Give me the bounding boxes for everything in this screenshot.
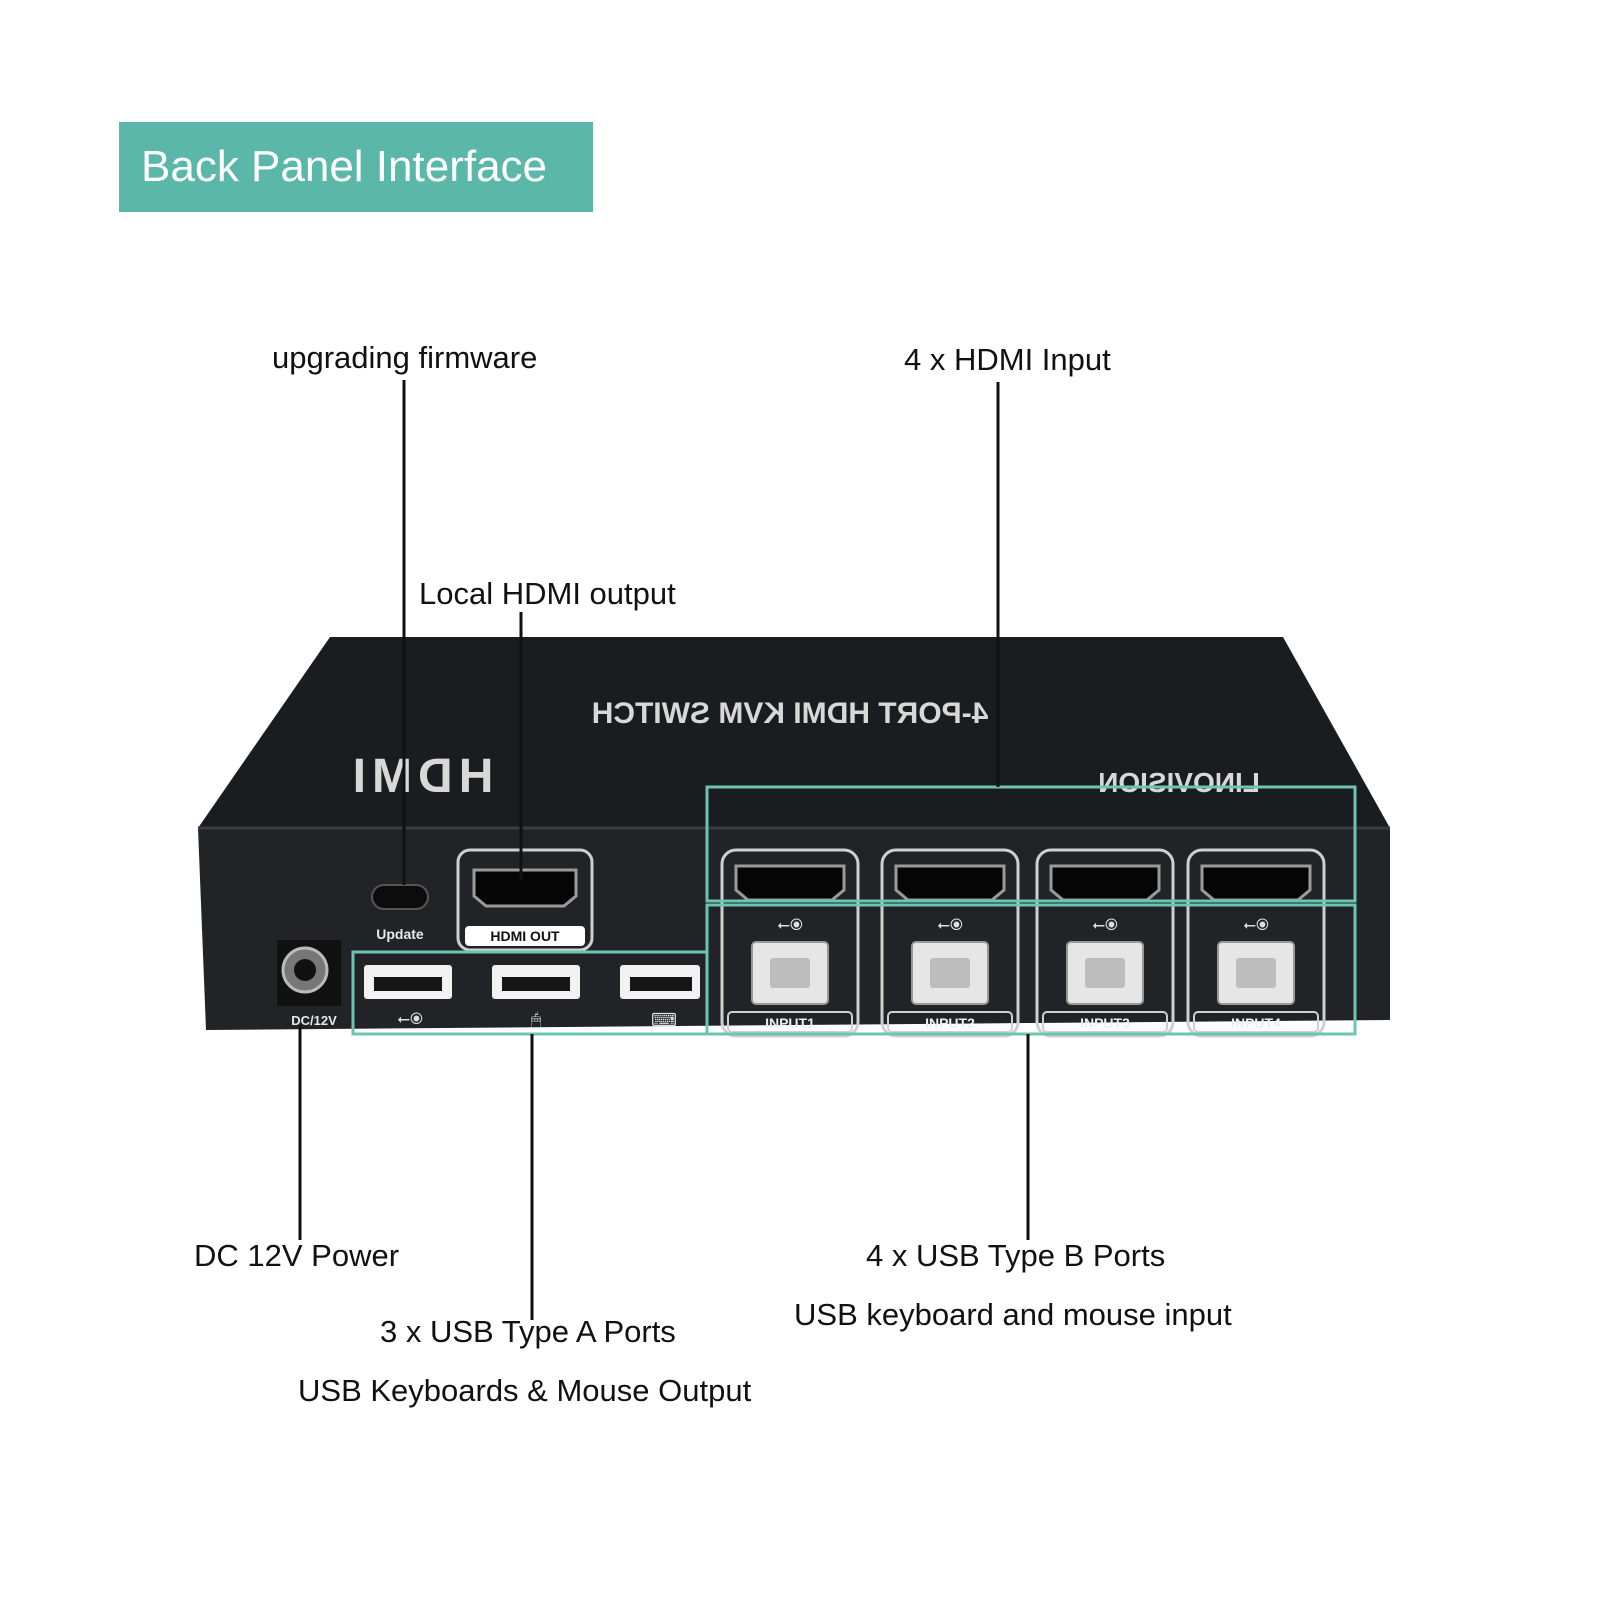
usb-icon: ⭠⦿ [937, 917, 963, 934]
callout-usb-a-title: 3 x USB Type A Ports [380, 1314, 676, 1349]
usb-a-port-group: ⭠⦿ 🖱 ⌨ [364, 965, 700, 1030]
usb-b-port-3-core [1085, 958, 1125, 988]
update-button[interactable] [371, 884, 429, 910]
usb-a-port-1-slot [374, 977, 442, 991]
hdmi-input-port-4[interactable] [1200, 864, 1312, 902]
input-frame-1 [720, 848, 860, 1038]
hdmi-out-label: HDMI OUT [490, 928, 560, 944]
usb-a-output-highlight [351, 950, 709, 1036]
input-label-3: INPUT3 [1080, 1015, 1130, 1031]
input-label-plate-4 [1193, 1011, 1319, 1033]
callout-usb-a-desc: USB Keyboards & Mouse Output [298, 1373, 752, 1408]
device-model-label: 4-PORT HDMI KVM SWITCH [592, 697, 989, 730]
section-banner: Back Panel Interface [119, 122, 593, 212]
input-label-plate-2 [887, 1011, 1013, 1033]
usb-icon: ⭠⦿ [397, 1011, 423, 1028]
usb-a-port-3-slot [630, 977, 692, 991]
brand-logo: LINOVISION [1098, 767, 1260, 798]
input-frame-3 [1035, 848, 1175, 1038]
hdmi-logo: HDMI [347, 750, 494, 803]
input-label-1: INPUT1 [765, 1015, 815, 1031]
update-label: Update [376, 926, 424, 942]
hdmi-input-highlight [705, 785, 1357, 903]
callout-usb-b-title: 4 x USB Type B Ports [866, 1238, 1166, 1273]
keyboard-icon: ⌨ [651, 1010, 677, 1030]
usb-b-port-2-core [930, 958, 970, 988]
callout-hdmi-input: 4 x HDMI Input [904, 342, 1111, 377]
hdmi-input-port-2[interactable] [894, 864, 1006, 902]
callout-power: DC 12V Power [194, 1238, 400, 1273]
hdmi-out-frame [456, 848, 594, 952]
input-frame-2 [880, 848, 1020, 1038]
input-label-4: INPUT4 [1231, 1015, 1281, 1031]
usb-icon: ⭠⦿ [1092, 917, 1118, 934]
input-label-plate-1 [727, 1011, 853, 1033]
hdmi-input-port-3[interactable] [1049, 864, 1161, 902]
callout-usb-b-desc: USB keyboard and mouse input [794, 1297, 1232, 1332]
input-frame-4 [1186, 848, 1326, 1038]
hdmi-out-port[interactable] [472, 868, 578, 908]
dc-label: DC/12V [291, 1013, 337, 1028]
input-label-2: INPUT2 [925, 1015, 975, 1031]
usb-b-port-1-core [770, 958, 810, 988]
usb-icon: ⭠⦿ [777, 917, 803, 934]
callout-firmware: upgrading firmware [272, 340, 538, 375]
mouse-icon: 🖱 [531, 1010, 542, 1030]
callout-hdmi-output: Local HDMI output [419, 576, 676, 611]
usb-b-port-4-core [1236, 958, 1276, 988]
hdmi-input-port-1[interactable] [734, 864, 846, 902]
hdmi-out-label-plate [465, 926, 585, 946]
device-top-surface [198, 637, 1390, 828]
usb-icon: ⭠⦿ [1243, 917, 1269, 934]
input-label-plate-3 [1042, 1011, 1168, 1033]
usb-a-port-2-slot [502, 977, 570, 991]
dc-jack-center [294, 959, 316, 981]
